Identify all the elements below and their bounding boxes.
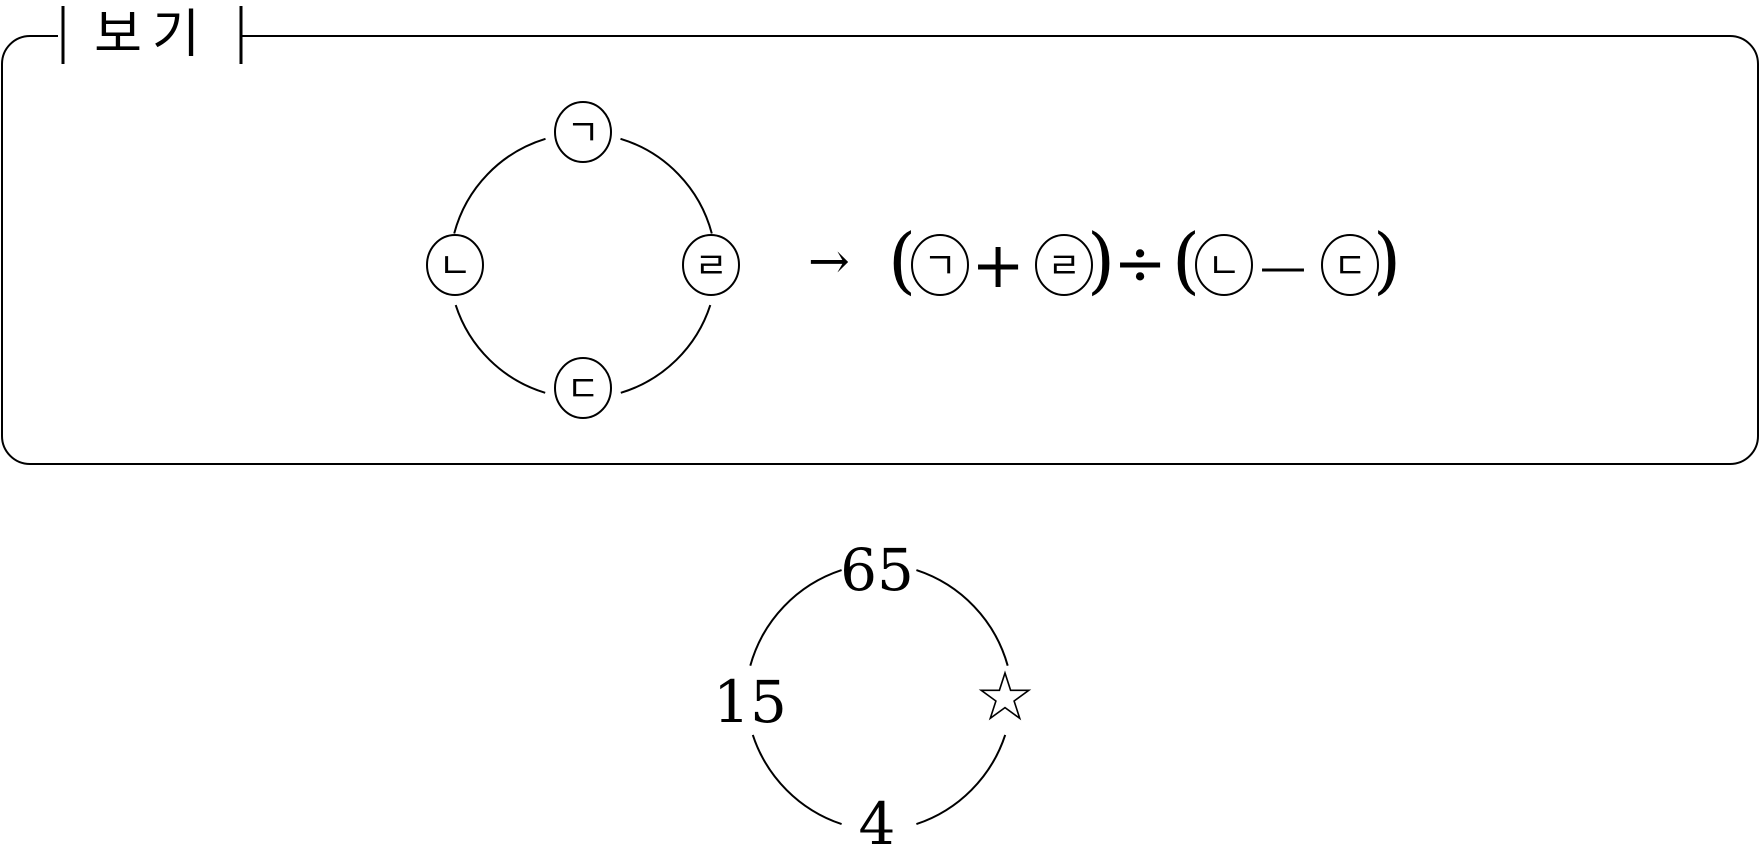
problem-arc-bottom-left xyxy=(751,734,842,826)
example-circle-diagram xyxy=(453,137,713,394)
arc-top-left xyxy=(453,137,546,234)
problem-left-value: 15 xyxy=(713,668,787,736)
formula-term-a-circle xyxy=(911,234,969,296)
formula-term-c: ㄷ xyxy=(1333,246,1366,287)
node-left-circle xyxy=(426,234,484,296)
arc-bottom-right xyxy=(620,304,712,394)
formula-term-b: ㄴ xyxy=(1207,246,1240,287)
example-box-border xyxy=(1,35,1759,465)
problem-diagram: 65 15 4 xyxy=(713,536,1032,858)
node-top: ㄱ xyxy=(554,101,612,163)
formula-minus: — xyxy=(1260,239,1306,293)
node-bottom: ㄷ xyxy=(554,357,612,419)
formula-close-paren-1: ) xyxy=(1087,218,1115,302)
problem-arcs xyxy=(749,569,1009,826)
arc-top-right xyxy=(620,137,713,234)
node-right-circle xyxy=(682,234,740,296)
formula-term-a: ㄱ xyxy=(923,246,956,287)
node-right: ㄹ xyxy=(682,234,740,296)
problem-arc-top-right xyxy=(916,569,1009,666)
example-box-title: 보기 xyxy=(94,5,210,65)
node-left: ㄴ xyxy=(426,234,484,296)
arrow-symbol: → xyxy=(808,232,850,290)
node-right-label: ㄹ xyxy=(694,246,727,287)
formula-divide: ÷ xyxy=(1113,227,1167,301)
arc-bottom-left xyxy=(454,304,546,394)
formula-term-d: ㄹ xyxy=(1047,246,1080,287)
formula-close-paren-2: ) xyxy=(1373,218,1401,302)
problem-bottom-value: 4 xyxy=(859,790,896,858)
formula-plus: + xyxy=(971,229,1025,303)
formula-term-b-circle xyxy=(1195,234,1253,296)
node-bottom-circle xyxy=(554,357,612,419)
star-outline-icon xyxy=(978,670,1032,721)
formula-term-c-circle xyxy=(1321,234,1379,296)
example-box: 보기 ㄱ ㄴ ㄷ ㄹ → ( ㄱ + xyxy=(1,5,1759,465)
node-left-label: ㄴ xyxy=(438,246,471,287)
problem-top-value: 65 xyxy=(840,536,914,604)
node-bottom-label: ㄷ xyxy=(566,369,599,410)
node-top-label: ㄱ xyxy=(566,113,599,154)
problem-arc-bottom-right xyxy=(916,734,1007,826)
formula: ( ㄱ + ㄹ ) ÷ ( ㄴ — ㄷ ) xyxy=(888,218,1401,303)
formula-term-d-circle xyxy=(1035,234,1093,296)
problem-arc-top-left xyxy=(749,569,842,666)
node-top-circle xyxy=(554,101,612,163)
